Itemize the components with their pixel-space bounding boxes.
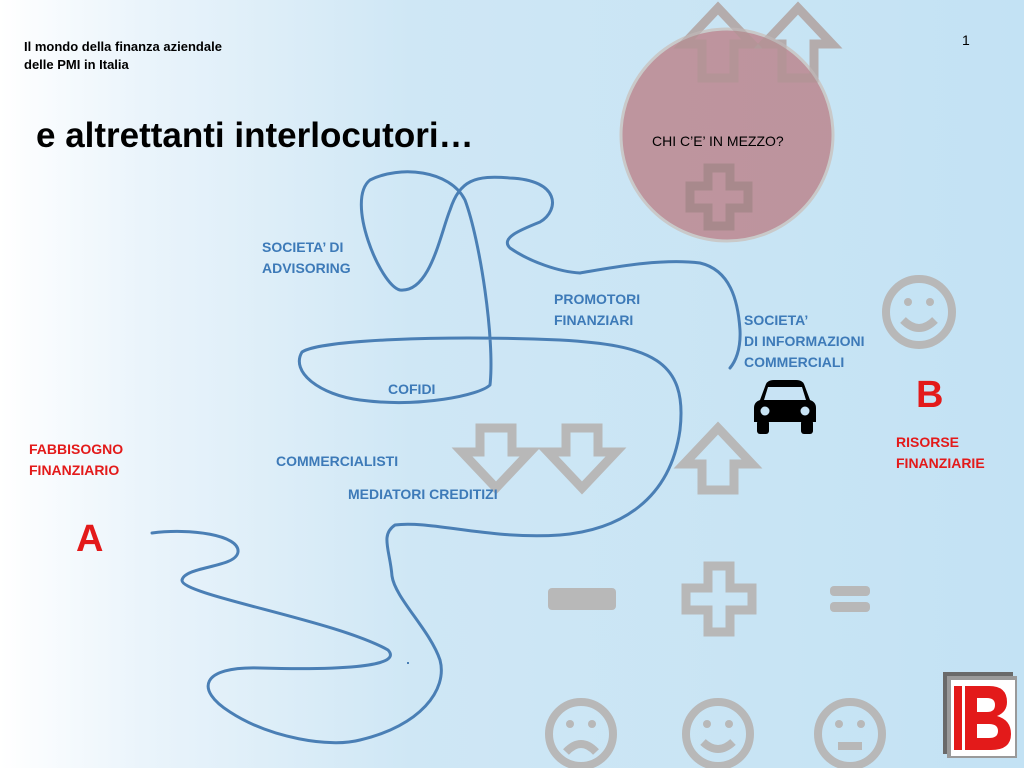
page-number: 1 [962,32,970,48]
slide-title: e altrettanti interlocutori… [36,116,474,155]
label-informazioni: SOCIETA’ DI INFORMAZIONI COMMERCIALI [744,310,865,373]
label-fabbisogno-line-1: FABBISOGNO [29,441,124,457]
label-promotori: PROMOTORI FINANZIARI [554,289,640,331]
logo-b-icon [943,672,1017,758]
label-informazioni-line-1: SOCIETA’ [744,312,809,328]
equals-icon [830,586,870,596]
car-icon [754,380,816,434]
label-mediatori: MEDIATORI CREDITIZI [348,486,498,502]
label-cofidi: COFIDI [388,381,436,397]
label-promotori-line-2: FINANZIARI [554,312,634,328]
label-risorse-line-2: FINANZIARIE [896,455,985,471]
label-advisoring-line-2: ADVISORING [262,260,351,276]
equals-icon [830,602,870,612]
up-arrow-icon [673,421,763,495]
down-arrow-icon [537,423,627,495]
label-informazioni-line-3: COMMERCIALI [744,354,845,370]
down-arrow-icon [451,423,541,495]
label-advisoring-line-1: SOCIETA’ DI [262,239,344,255]
label-risorse: RISORSE FINANZIARIE [896,432,985,474]
plus-icon [681,561,757,637]
header-line-2: delle PMI in Italia [24,57,129,72]
endpoint-a-letter: A [76,518,104,560]
sad-face-icon [545,698,617,768]
neutral-face-icon [814,698,886,768]
label-commercialisti: COMMERCIALISTI [276,453,399,469]
header-line-1: Il mondo della finanza aziendale [24,39,222,54]
smiley-icon [682,698,754,768]
label-informazioni-line-2: DI INFORMAZIONI [744,333,865,349]
label-advisoring: SOCIETA’ DI ADVISORING [262,237,351,279]
label-promotori-line-1: PROMOTORI [554,291,641,307]
smiley-icon [882,275,956,349]
label-fabbisogno: FABBISOGNO FINANZIARIO [29,439,123,481]
label-fabbisogno-line-2: FINANZIARIO [29,462,120,478]
winding-path [150,170,742,745]
endpoint-b-letter: B [916,374,944,416]
label-risorse-line-1: RISORSE [896,434,960,450]
presentation-header: Il mondo della finanza aziendale delle P… [24,38,284,74]
minus-icon [548,588,616,610]
circle-question-text: CHI C’E’ IN MEZZO? [652,133,784,149]
